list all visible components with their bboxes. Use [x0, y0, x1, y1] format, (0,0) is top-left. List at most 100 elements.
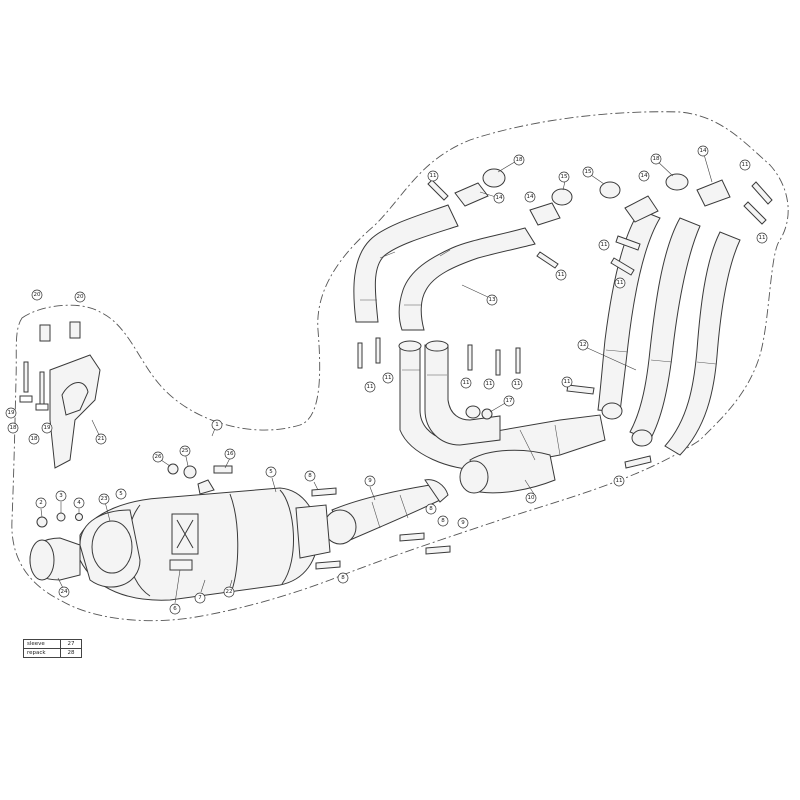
gaskets [482, 168, 689, 206]
svg-text:3: 3 [59, 493, 63, 499]
callout-22: 22 [223, 586, 235, 598]
callout-20a: 20 [31, 289, 43, 301]
callout-11a: 11 [364, 381, 376, 393]
callout-24: 24 [58, 586, 70, 598]
svg-text:8: 8 [308, 473, 312, 479]
leader-lines [40, 150, 713, 604]
callout-18b: 18 [650, 153, 662, 165]
callout-21: 21 [95, 433, 107, 445]
callout-14b: 14 [524, 191, 536, 203]
legend-ref: 27 [60, 639, 82, 649]
svg-text:18: 18 [10, 425, 17, 431]
callout-7: 7 [194, 592, 206, 604]
nut [75, 513, 83, 521]
washer [183, 465, 197, 479]
spacer [69, 321, 81, 339]
svg-text:11: 11 [367, 384, 374, 390]
callout-11c: 11 [460, 377, 472, 389]
legend-row: sleeve 27 [23, 639, 82, 649]
svg-text:26: 26 [155, 454, 162, 460]
header-pipes-front [353, 204, 536, 331]
svg-text:2: 2 [39, 500, 43, 506]
callout-11h: 11 [598, 239, 610, 251]
header-pipes-rear [597, 209, 741, 456]
legend-ref: 28 [60, 648, 82, 658]
svg-text:13: 13 [489, 297, 496, 303]
svg-text:18: 18 [31, 436, 38, 442]
svg-text:14: 14 [700, 148, 707, 154]
callout-14c: 14 [638, 170, 650, 182]
washer [167, 463, 179, 475]
tail-tip [29, 537, 81, 581]
callout-16: 16 [224, 448, 236, 460]
svg-text:8: 8 [341, 575, 345, 581]
svg-text:16: 16 [227, 451, 234, 457]
callout-9b: 9 [457, 517, 469, 529]
callout-17: 17 [503, 395, 515, 407]
callout-25: 25 [179, 445, 191, 457]
svg-text:11: 11 [616, 478, 623, 484]
springs [311, 179, 773, 570]
svg-text:22: 22 [226, 589, 233, 595]
svg-text:7: 7 [198, 595, 202, 601]
svg-text:11: 11 [564, 379, 571, 385]
clamp [481, 408, 493, 420]
svg-text:11: 11 [601, 242, 608, 248]
legend-label: repack [23, 648, 61, 658]
svg-text:11: 11 [558, 272, 565, 278]
callout-10: 10 [525, 492, 537, 504]
svg-text:5: 5 [119, 491, 123, 497]
callout-5: 5 [265, 466, 277, 478]
svg-text:11: 11 [759, 235, 766, 241]
svg-text:12: 12 [580, 342, 587, 348]
callout-1: 1 [211, 419, 223, 431]
washer [36, 516, 48, 528]
callout-8d: 8 [337, 572, 349, 584]
svg-text:18: 18 [516, 157, 523, 163]
svg-text:19: 19 [44, 425, 51, 431]
callout-11i: 11 [614, 277, 626, 289]
svg-text:11: 11 [430, 173, 437, 179]
svg-text:11: 11 [385, 375, 392, 381]
callout-14d: 14 [697, 145, 709, 157]
callout-19a: 19 [5, 407, 17, 419]
spacer [39, 324, 51, 342]
svg-text:14: 14 [496, 195, 503, 201]
callout-12: 12 [577, 339, 589, 351]
callout-23: 23 [98, 493, 110, 505]
callout-11m: 11 [613, 475, 625, 487]
callout-11b: 11 [382, 372, 394, 384]
callout-18a: 18 [513, 154, 525, 166]
svg-text:15: 15 [561, 174, 568, 180]
svg-text:9: 9 [461, 520, 465, 526]
svg-text:11: 11 [486, 381, 493, 387]
link-pipe [323, 479, 449, 545]
svg-text:11: 11 [742, 162, 749, 168]
svg-text:24: 24 [61, 589, 68, 595]
svg-text:17: 17 [506, 398, 513, 404]
callout-5b: 5 [115, 488, 127, 500]
legend-label: sleeve [23, 639, 61, 649]
callout-20b: 20 [74, 291, 86, 303]
svg-text:11: 11 [617, 280, 624, 286]
callout-4: 4 [73, 497, 85, 509]
svg-text:11: 11 [514, 381, 521, 387]
callout-11k: 11 [756, 232, 768, 244]
svg-text:10: 10 [528, 495, 535, 501]
svg-text:21: 21 [98, 436, 105, 442]
callout-19b: 19 [41, 422, 53, 434]
legend-row: repack 28 [23, 648, 82, 658]
bolt [213, 465, 233, 474]
svg-text:14: 14 [527, 194, 534, 200]
clamp [465, 405, 481, 419]
svg-text:1: 1 [215, 422, 219, 428]
group-boundary [11, 111, 789, 622]
svg-text:14: 14 [641, 173, 648, 179]
svg-text:18: 18 [653, 156, 660, 162]
callout-11f: 11 [427, 170, 439, 182]
svg-text:6: 6 [173, 606, 177, 612]
bolts [19, 361, 49, 411]
svg-text:9: 9 [368, 478, 372, 484]
flanges [454, 179, 731, 226]
